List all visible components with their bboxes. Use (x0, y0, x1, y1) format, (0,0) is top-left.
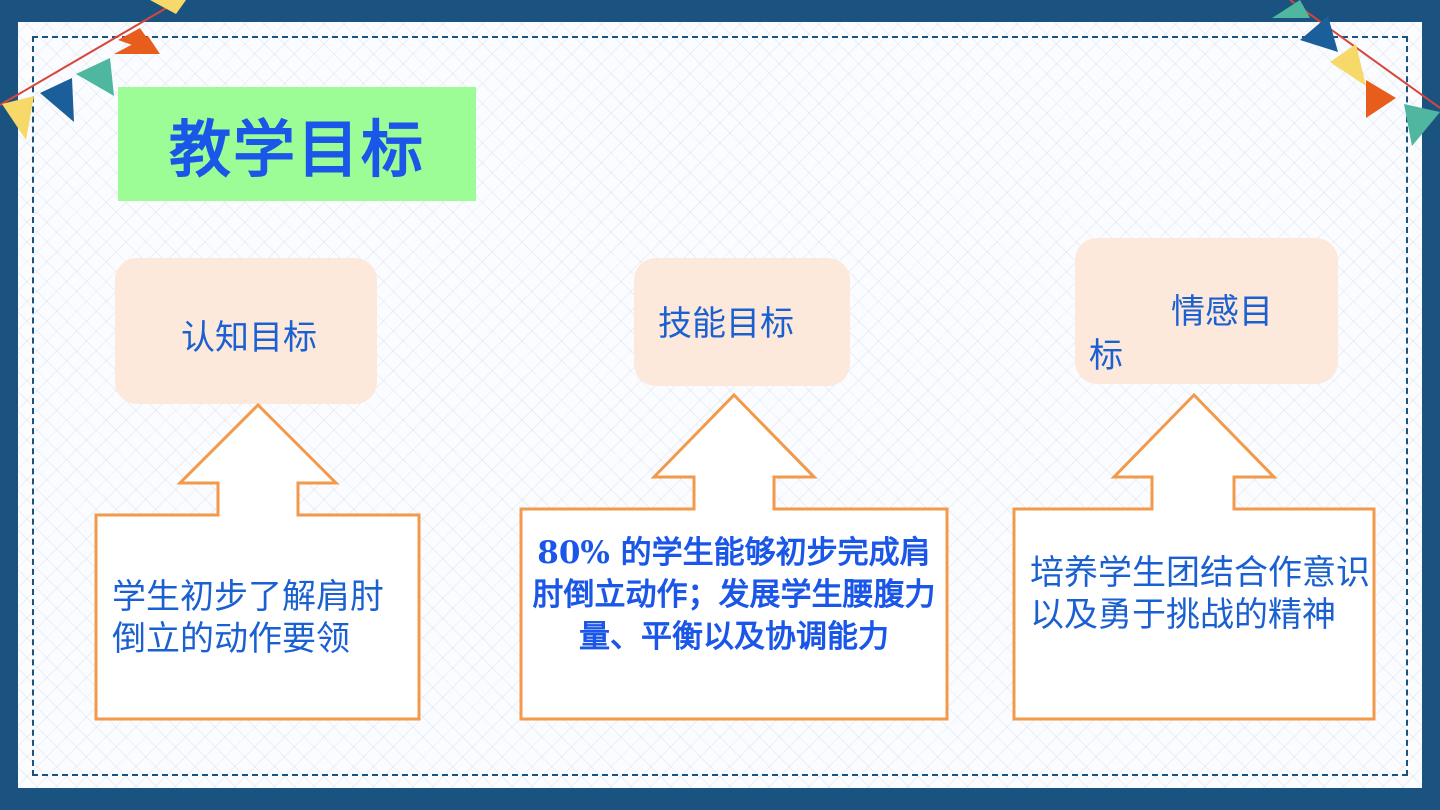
goal-description-skill: 80% 的学生能够初步完成肩肘倒立动作；发展学生腰腹力量、平衡以及协调能力 (532, 535, 936, 655)
goal-heading-skill: 技能目标 (634, 258, 850, 386)
arrow-callout-affective (1012, 392, 1376, 721)
goal-heading-affective: 情感目 标 (1075, 238, 1338, 384)
goal-heading-text-line2: 标 (1089, 336, 1123, 376)
arrow-callout-skill (519, 392, 949, 721)
goal-heading-cognitive: 认知目标 (115, 258, 377, 404)
dashed-border (32, 36, 1408, 776)
bunting-left (0, 0, 186, 140)
goal-heading-text: 技能目标 (658, 304, 794, 344)
goal-description-affective: 培养学生团结合作意识以及勇于挑战的精神 (1030, 553, 1370, 635)
page-title: 教学目标 (168, 113, 425, 186)
goal-heading-text: 认知目标 (181, 318, 317, 358)
goal-description-cognitive: 学生初步了解肩肘倒立的动作要领 (112, 577, 384, 659)
arrow-callout-cognitive (94, 402, 421, 721)
title-banner: 教学目标 (118, 87, 476, 201)
bunting-right (1272, 0, 1440, 146)
goal-heading-text-line1: 情感目 (1171, 292, 1273, 332)
